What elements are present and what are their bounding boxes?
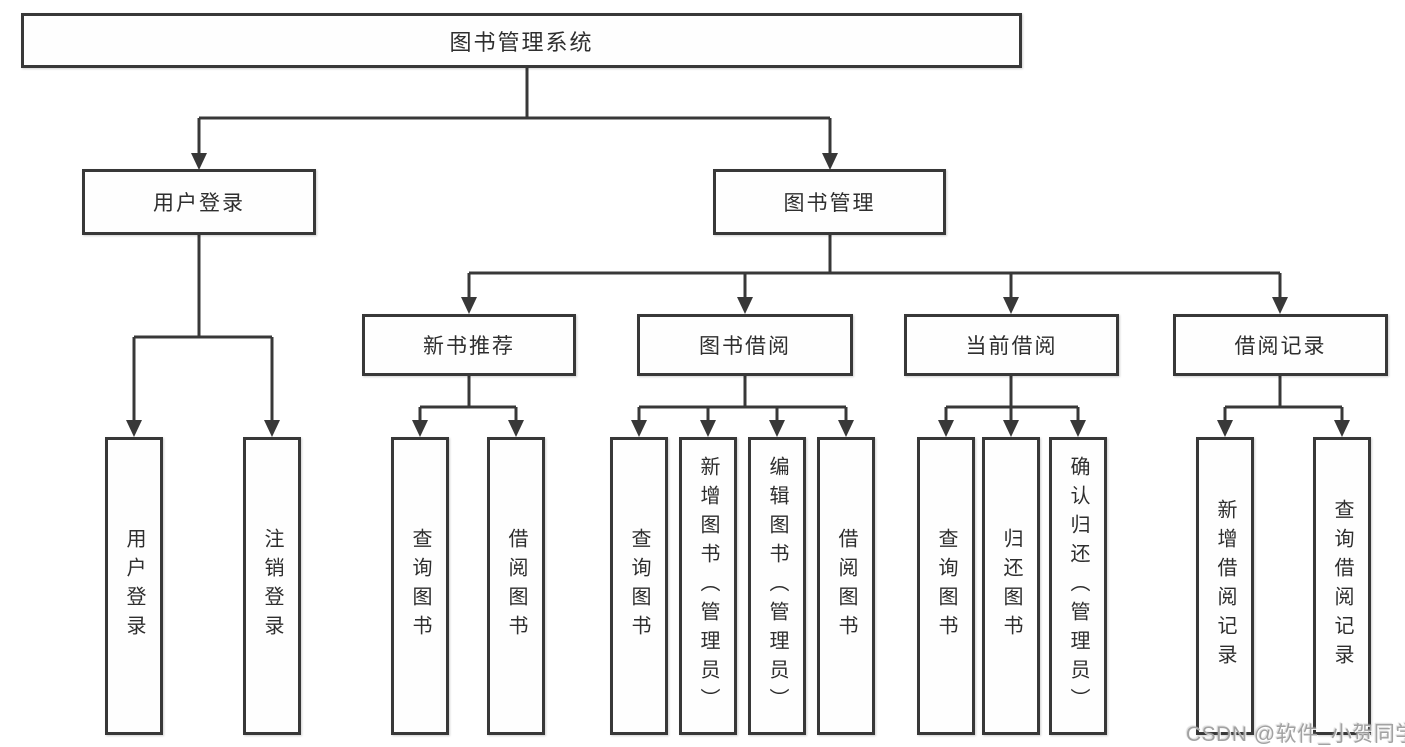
leaf-borrow-borrow: 借阅图书 xyxy=(817,437,875,735)
node-borrow-records: 借阅记录 xyxy=(1173,314,1388,376)
leaf-user-login: 用户登录 xyxy=(105,437,163,735)
node-new-book-rec: 新书推荐 xyxy=(362,314,576,376)
leaf-newbook-query: 查询图书 xyxy=(391,437,449,735)
leaf-borrow-edit: 编辑图书（管理员） xyxy=(748,437,806,735)
node-current-borrow: 当前借阅 xyxy=(904,314,1119,376)
leaf-current-confirm-label: 确认归还（管理员） xyxy=(1067,455,1089,717)
leaf-logout-label: 注销登录 xyxy=(261,528,283,644)
leaf-logout: 注销登录 xyxy=(243,437,301,735)
leaf-borrow-query: 查询图书 xyxy=(610,437,668,735)
node-new-book-rec-label: 新书推荐 xyxy=(423,335,515,358)
leaf-records-query-label: 查询借阅记录 xyxy=(1331,499,1353,673)
node-book-borrow-label: 图书借阅 xyxy=(699,335,791,358)
leaf-borrow-add: 新增图书（管理员） xyxy=(679,437,737,735)
node-borrow-records-label: 借阅记录 xyxy=(1234,335,1327,358)
leaf-current-query-label: 查询图书 xyxy=(935,528,957,644)
leaf-borrow-add-label: 新增图书（管理员） xyxy=(697,455,719,717)
leaf-current-return-label: 归还图书 xyxy=(1000,528,1022,644)
node-user-login-label: 用户登录 xyxy=(153,192,245,215)
node-user-login: 用户登录 xyxy=(82,169,316,235)
leaf-records-query: 查询借阅记录 xyxy=(1313,437,1371,735)
leaf-current-query: 查询图书 xyxy=(917,437,975,735)
node-current-borrow-label: 当前借阅 xyxy=(965,335,1058,358)
node-book-mgmt: 图书管理 xyxy=(713,169,946,235)
leaf-current-confirm: 确认归还（管理员） xyxy=(1049,437,1107,735)
leaf-newbook-query-label: 查询图书 xyxy=(409,528,431,644)
leaf-newbook-borrow: 借阅图书 xyxy=(487,437,545,735)
leaf-borrow-borrow-label: 借阅图书 xyxy=(835,528,857,644)
node-book-mgmt-label: 图书管理 xyxy=(783,192,876,215)
node-book-borrow: 图书借阅 xyxy=(637,314,853,376)
leaf-borrow-query-label: 查询图书 xyxy=(628,528,650,644)
leaf-current-return: 归还图书 xyxy=(982,437,1040,735)
leaf-borrow-edit-label: 编辑图书（管理员） xyxy=(766,455,788,717)
leaf-records-add-label: 新增借阅记录 xyxy=(1214,499,1236,673)
leaf-user-login-label: 用户登录 xyxy=(123,528,145,644)
leaf-newbook-borrow-label: 借阅图书 xyxy=(505,528,527,644)
leaf-records-add: 新增借阅记录 xyxy=(1196,437,1254,735)
watermark-text: CSDN @软件_小贺同学 xyxy=(1186,723,1405,746)
node-root: 图书管理系统 xyxy=(21,13,1022,68)
node-root-label: 图书管理系统 xyxy=(449,29,594,55)
